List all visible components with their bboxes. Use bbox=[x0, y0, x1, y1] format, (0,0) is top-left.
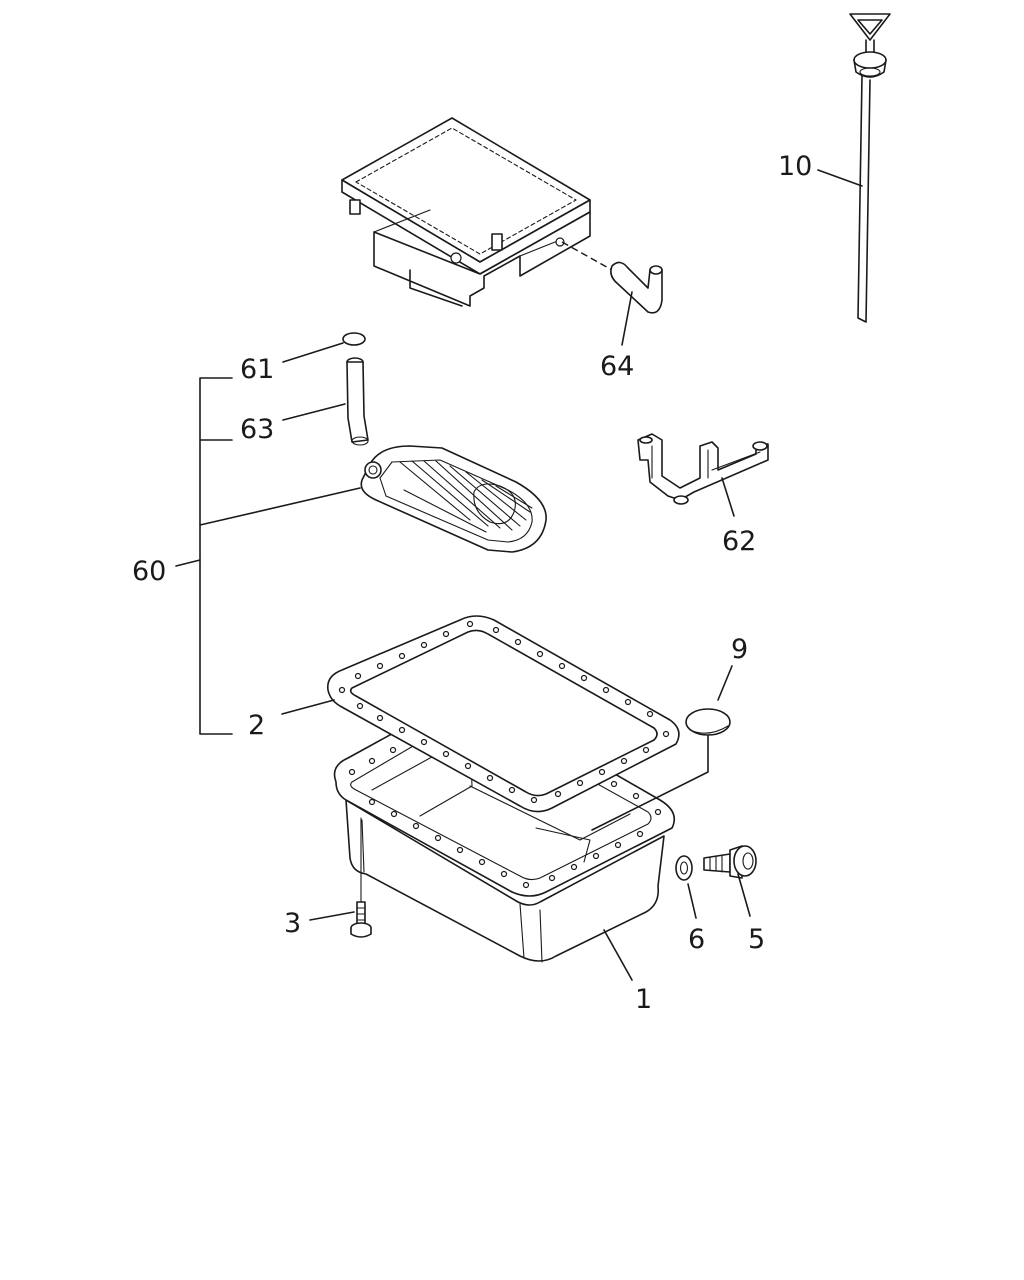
pipe-part-64 bbox=[610, 261, 663, 314]
dipstick-part-10 bbox=[849, 13, 891, 323]
leader-9 bbox=[717, 665, 733, 701]
tube-part-63 bbox=[346, 357, 369, 446]
label-60: 60 bbox=[132, 556, 166, 587]
plug-9-locator-line bbox=[591, 735, 709, 831]
leader-61 bbox=[282, 342, 344, 363]
valve-body-reference bbox=[341, 117, 591, 307]
leader-64 bbox=[621, 291, 633, 346]
label-62: 62 bbox=[722, 526, 756, 557]
o-ring-part-61 bbox=[342, 332, 366, 346]
leader-63 bbox=[282, 403, 346, 421]
bracket-part-62 bbox=[637, 433, 769, 505]
leader-3 bbox=[309, 911, 355, 921]
label-61: 61 bbox=[240, 354, 274, 385]
leader-5 bbox=[737, 873, 751, 917]
label-3: 3 bbox=[284, 908, 301, 939]
label-64: 64 bbox=[600, 351, 634, 382]
leader-1 bbox=[603, 929, 633, 981]
label-1: 1 bbox=[635, 984, 652, 1015]
leader-62 bbox=[721, 477, 735, 517]
oil-strainer bbox=[360, 445, 547, 553]
group-bracket-60 bbox=[175, 377, 361, 735]
plug-part-9 bbox=[685, 708, 731, 736]
leader-10 bbox=[817, 169, 863, 187]
label-6: 6 bbox=[688, 924, 705, 955]
leader-6 bbox=[687, 883, 697, 919]
label-10: 10 bbox=[778, 151, 812, 182]
label-63: 63 bbox=[240, 414, 274, 445]
washer-part-6 bbox=[675, 855, 693, 881]
gasket-part-2 bbox=[326, 615, 680, 813]
label-5: 5 bbox=[748, 924, 765, 955]
gasket-holes bbox=[338, 620, 670, 804]
bolt-part-3 bbox=[350, 901, 372, 938]
dash-line-64 bbox=[561, 241, 613, 271]
label-2: 2 bbox=[248, 710, 265, 741]
drain-bolt-part-5 bbox=[703, 845, 757, 879]
label-9: 9 bbox=[731, 634, 748, 665]
leader-2 bbox=[281, 699, 335, 715]
